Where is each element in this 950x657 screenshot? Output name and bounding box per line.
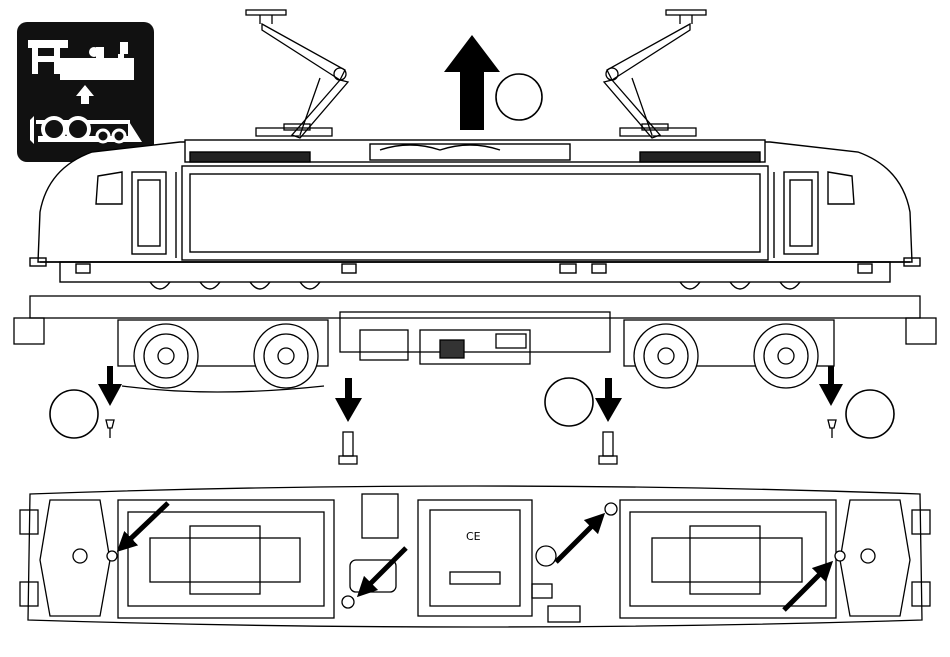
- pantograph-left: [246, 10, 348, 138]
- body-lift-arrow: [444, 35, 500, 130]
- long-screw: [339, 432, 357, 464]
- ce-marking: CE: [466, 530, 481, 543]
- long-screw: [599, 432, 617, 464]
- screw-remove-arrow-mid-left: [335, 378, 362, 422]
- callout-circle-mid-screw: [545, 378, 593, 426]
- small-pin-screw: [106, 420, 114, 438]
- chassis-underside-view: [20, 486, 930, 627]
- screw-remove-arrow-front: [98, 366, 122, 406]
- screw-remove-arrow-rear: [819, 366, 843, 406]
- locomotive-body-removal-icon: [17, 22, 154, 162]
- callout-circle-front-screw: [50, 390, 98, 438]
- small-pin-screw: [828, 420, 836, 438]
- callout-circle-lift: [496, 74, 542, 120]
- screw-remove-arrow-mid-right: [595, 378, 622, 422]
- underframe-side: [14, 296, 936, 392]
- callout-circle-rear-screw: [846, 390, 894, 438]
- locomotive-body: [30, 140, 920, 289]
- pantograph-right: [604, 10, 706, 138]
